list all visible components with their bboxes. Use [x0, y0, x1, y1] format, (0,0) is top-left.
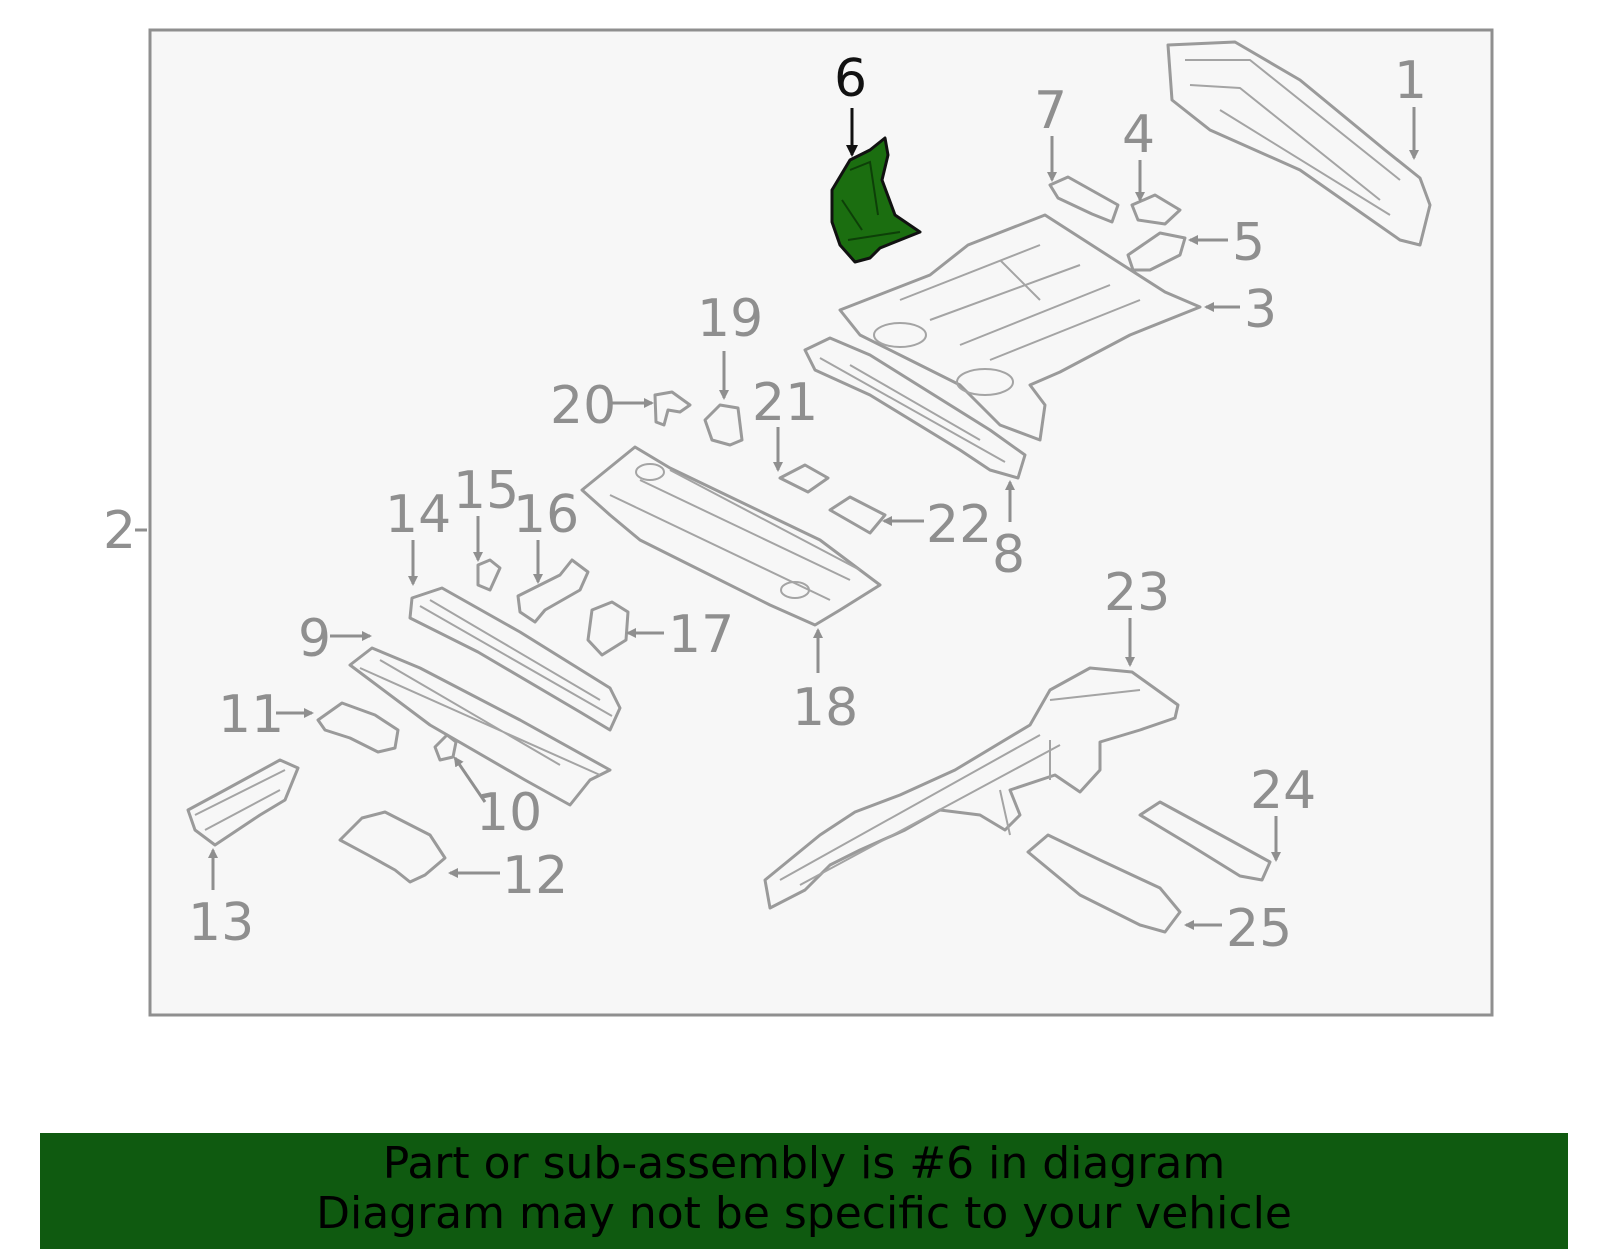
- part-15-bracket[interactable]: [476, 558, 502, 592]
- part-23-rear-frame[interactable]: [763, 666, 1180, 910]
- callout-21: 21: [752, 373, 818, 433]
- callout-16: 16: [513, 485, 579, 545]
- banner-line-1: Part or sub-assembly is #6 in diagram: [382, 1138, 1226, 1189]
- part-4-bracket[interactable]: [1130, 193, 1182, 226]
- callout-25: 25: [1226, 899, 1292, 959]
- part-25-rail[interactable]: [1026, 833, 1182, 934]
- callout-18: 18: [792, 678, 858, 738]
- part-7-bracket[interactable]: [1048, 175, 1120, 224]
- callout-9: 9: [298, 609, 331, 669]
- callout-7: 7: [1034, 81, 1067, 141]
- callout-10: 10: [476, 783, 542, 843]
- part-3-rear-floor-pan[interactable]: [838, 213, 1202, 442]
- info-banner: Part or sub-assembly is #6 in diagram Di…: [40, 1133, 1568, 1249]
- callout-23: 23: [1104, 563, 1170, 623]
- callout-11: 11: [218, 685, 284, 745]
- part-12-bracket[interactable]: [338, 810, 447, 884]
- part-13-rail[interactable]: [186, 758, 300, 847]
- part-8-crossmember[interactable]: [803, 336, 1027, 480]
- part-11-bracket[interactable]: [316, 701, 400, 754]
- part-1-rear-panel[interactable]: [1166, 40, 1432, 247]
- leader-lines: [135, 107, 1419, 930]
- callout-5: 5: [1232, 213, 1265, 273]
- callout-labels: 1 2 3 4 5 6 7 8 9 10 11 12 13 14 15 16 1…: [103, 49, 1427, 959]
- callout-3: 3: [1244, 280, 1277, 340]
- callout-14: 14: [385, 485, 451, 545]
- part-21-plate[interactable]: [778, 463, 830, 494]
- part-6-highlighted[interactable]: [830, 136, 922, 264]
- part-16-bracket[interactable]: [516, 558, 590, 624]
- part-20-bracket[interactable]: [653, 390, 692, 427]
- callout-1: 1: [1394, 51, 1427, 111]
- callout-15: 15: [453, 461, 519, 521]
- callout-2: 2: [103, 501, 136, 561]
- callout-12: 12: [502, 846, 568, 906]
- callout-17: 17: [668, 605, 734, 665]
- callout-4: 4: [1122, 105, 1155, 165]
- callout-19: 19: [697, 289, 763, 349]
- part-19-bracket[interactable]: [703, 403, 744, 447]
- callout-22: 22: [926, 495, 992, 555]
- callout-6-highlighted: 6: [834, 49, 867, 109]
- part-22-plate[interactable]: [828, 495, 887, 535]
- callout-13: 13: [188, 893, 254, 953]
- part-17-bracket[interactable]: [586, 600, 630, 657]
- diagram-frame: [148, 28, 1494, 1017]
- callout-20: 20: [550, 376, 616, 436]
- part-9-side-member[interactable]: [348, 646, 612, 807]
- callout-8: 8: [992, 525, 1025, 585]
- banner-line-2: Diagram may not be specific to your vehi…: [316, 1188, 1292, 1239]
- callout-24: 24: [1250, 761, 1316, 821]
- part-10-bracket[interactable]: [433, 733, 458, 762]
- part-18-front-floor-pan[interactable]: [580, 445, 882, 627]
- part-24-rail[interactable]: [1138, 800, 1272, 882]
- part-14-sill-rail[interactable]: [408, 586, 622, 732]
